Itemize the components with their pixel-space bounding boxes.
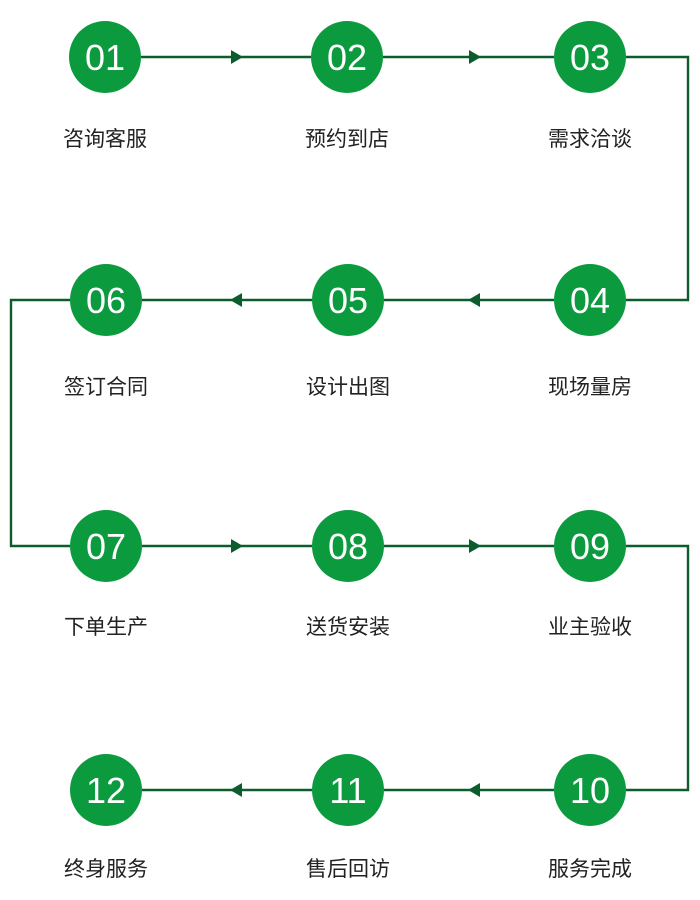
arrowhead-11-12	[230, 783, 242, 797]
step-number: 08	[328, 526, 368, 567]
step-label: 送货安装	[306, 615, 390, 639]
step-number: 07	[86, 526, 126, 567]
step-circle	[70, 264, 142, 336]
step-label: 现场量房	[548, 375, 632, 399]
step-node-11: 11 售后回访	[306, 754, 390, 881]
step-circle	[69, 21, 141, 93]
step-node-02: 02 预约到店	[305, 21, 389, 151]
step-label: 签订合同	[64, 375, 148, 399]
step-number: 01	[85, 37, 125, 78]
step-number: 06	[86, 280, 126, 321]
connector-03-04	[626, 55, 690, 302]
step-node-04: 04 现场量房	[548, 264, 632, 399]
step-number: 04	[570, 280, 610, 321]
step-label: 需求洽谈	[548, 127, 632, 151]
connector-06-07	[9, 298, 70, 548]
step-node-07: 07 下单生产	[64, 510, 148, 639]
step-number: 02	[327, 37, 367, 78]
step-circle	[70, 510, 142, 582]
step-node-10: 10 服务完成	[548, 754, 632, 881]
step-node-09: 09 业主验收	[548, 510, 632, 639]
arrowhead-02-03	[469, 50, 481, 64]
step-number: 09	[570, 526, 610, 567]
step-circle	[311, 21, 383, 93]
step-node-12: 12 终身服务	[64, 754, 148, 881]
arrowhead-05-06	[230, 293, 242, 307]
step-number: 11	[329, 770, 366, 811]
step-node-06: 06 签订合同	[64, 264, 148, 399]
connector-09-10	[626, 544, 690, 792]
step-node-03: 03 需求洽谈	[548, 21, 632, 151]
step-label: 业主验收	[548, 615, 632, 639]
step-circle	[554, 21, 626, 93]
step-label: 咨询客服	[63, 127, 147, 151]
step-label: 服务完成	[548, 857, 632, 881]
arrowhead-07-08	[231, 539, 243, 553]
step-label: 终身服务	[64, 857, 148, 881]
step-number: 12	[86, 770, 126, 811]
arrowhead-08-09	[469, 539, 481, 553]
step-label: 售后回访	[306, 857, 390, 881]
step-circle	[312, 264, 384, 336]
arrowhead-10-11	[468, 783, 480, 797]
step-circle	[70, 754, 142, 826]
step-label: 预约到店	[305, 127, 389, 151]
arrowhead-01-02	[231, 50, 243, 64]
step-circle	[554, 264, 626, 336]
step-circle	[554, 510, 626, 582]
step-number: 05	[328, 280, 368, 321]
step-number: 10	[570, 770, 610, 811]
arrowhead-04-05	[468, 293, 480, 307]
step-node-08: 08 送货安装	[306, 510, 390, 639]
step-circle	[554, 754, 626, 826]
step-circle	[312, 754, 384, 826]
step-node-05: 05 设计出图	[306, 264, 390, 399]
step-label: 设计出图	[306, 375, 390, 399]
step-node-01: 01 咨询客服	[63, 21, 147, 151]
step-circle	[312, 510, 384, 582]
step-label: 下单生产	[64, 615, 148, 639]
step-number: 03	[570, 37, 610, 78]
